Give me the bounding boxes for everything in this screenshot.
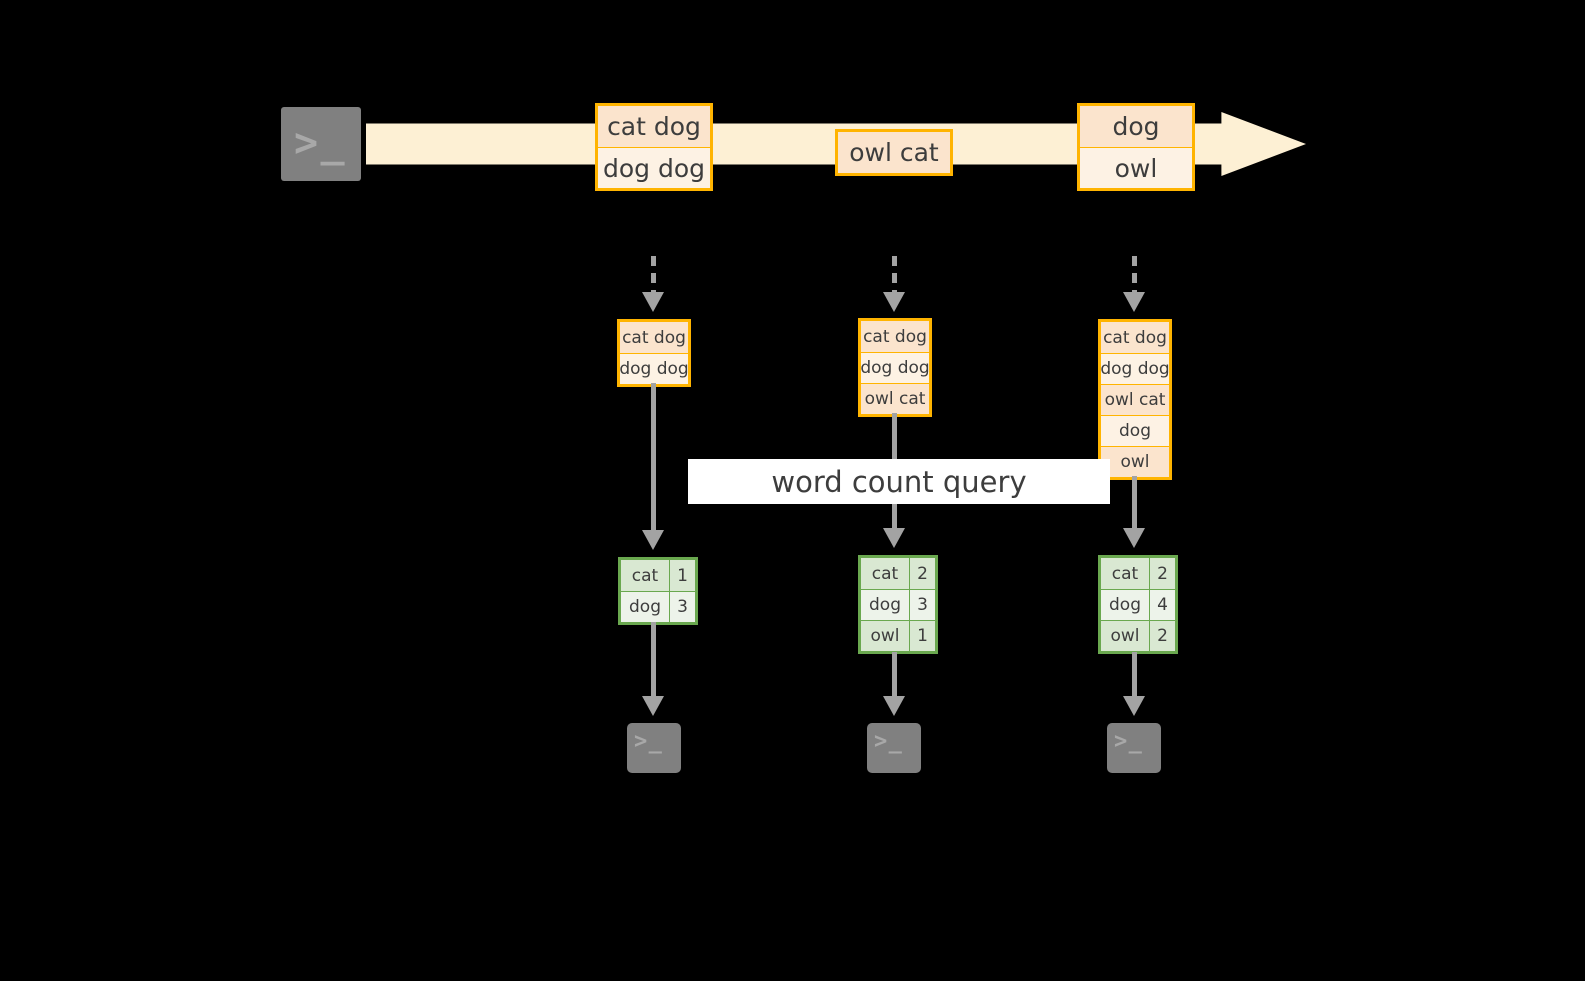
snapshot-arrowhead-1 bbox=[642, 292, 664, 312]
query-arrowhead-1 bbox=[642, 530, 664, 550]
table-row: cat 2 bbox=[1101, 558, 1175, 589]
snapshot-connector-1 bbox=[651, 256, 656, 296]
accumulated-records-3: cat dog dog dog owl cat dog owl bbox=[1098, 319, 1172, 480]
result-count: 3 bbox=[669, 592, 695, 622]
terminal-prompt-glyph: >_ bbox=[1114, 729, 1144, 754]
result-word: owl bbox=[861, 621, 909, 651]
accumulated-line: owl cat bbox=[861, 383, 929, 414]
record-line: cat dog bbox=[598, 106, 710, 147]
stream-record-3: dog owl bbox=[1077, 103, 1195, 191]
accumulated-line: dog dog bbox=[860, 352, 930, 383]
table-row: owl 2 bbox=[1101, 620, 1175, 651]
result-count: 2 bbox=[1149, 621, 1175, 651]
query-arrowhead-2 bbox=[883, 528, 905, 548]
accumulated-line: owl cat bbox=[1101, 384, 1169, 415]
accumulated-line: dog dog bbox=[619, 353, 689, 384]
sink-terminal-icon-1: >_ bbox=[620, 716, 688, 780]
result-word: dog bbox=[861, 590, 909, 620]
query-connector-1 bbox=[651, 383, 656, 533]
record-line: dog bbox=[1080, 106, 1192, 147]
terminal-face bbox=[867, 723, 921, 773]
sink-arrowhead-1 bbox=[642, 696, 664, 716]
sink-arrowhead-3 bbox=[1123, 696, 1145, 716]
sink-terminal-icon-3: >_ bbox=[1100, 716, 1168, 780]
table-row: cat 2 bbox=[861, 558, 935, 589]
table-row: dog 3 bbox=[621, 591, 695, 622]
terminal-face bbox=[281, 107, 361, 181]
query-banner-label: word count query bbox=[771, 464, 1027, 499]
sink-connector-2 bbox=[892, 652, 897, 700]
accumulated-line: dog dog bbox=[1100, 353, 1170, 384]
result-table-1: cat 1 dog 3 bbox=[618, 557, 698, 625]
terminal-face bbox=[1107, 723, 1161, 773]
result-count: 1 bbox=[669, 560, 695, 591]
record-line: owl cat bbox=[838, 132, 950, 173]
snapshot-connector-2 bbox=[892, 256, 897, 296]
snapshot-arrowhead-3 bbox=[1123, 292, 1145, 312]
result-table-2: cat 2 dog 3 owl 1 bbox=[858, 555, 938, 654]
query-connector-3 bbox=[1132, 476, 1137, 531]
terminal-face bbox=[627, 723, 681, 773]
result-word: cat bbox=[861, 558, 909, 589]
accumulated-line: cat dog bbox=[861, 321, 929, 352]
result-count: 2 bbox=[909, 558, 935, 589]
result-count: 2 bbox=[1149, 558, 1175, 589]
result-word: dog bbox=[1101, 590, 1149, 620]
query-banner: word count query bbox=[688, 459, 1110, 504]
sink-connector-1 bbox=[651, 622, 656, 700]
snapshot-arrowhead-2 bbox=[883, 292, 905, 312]
accumulated-records-2: cat dog dog dog owl cat bbox=[858, 318, 932, 417]
record-line: owl bbox=[1080, 147, 1192, 188]
stream-record-2: owl cat bbox=[835, 129, 953, 176]
result-count: 4 bbox=[1149, 590, 1175, 620]
accumulated-line: cat dog bbox=[620, 322, 688, 353]
table-row: owl 1 bbox=[861, 620, 935, 651]
terminal-prompt-glyph: >_ bbox=[634, 729, 664, 754]
result-word: cat bbox=[621, 560, 669, 591]
terminal-prompt-glyph: >_ bbox=[874, 729, 904, 754]
result-count: 1 bbox=[909, 621, 935, 651]
accumulated-records-1: cat dog dog dog bbox=[617, 319, 691, 387]
query-arrowhead-3 bbox=[1123, 528, 1145, 548]
snapshot-connector-3 bbox=[1132, 256, 1137, 296]
accumulated-line: dog bbox=[1101, 415, 1169, 446]
sink-arrowhead-2 bbox=[883, 696, 905, 716]
sink-connector-3 bbox=[1132, 652, 1137, 700]
record-line: dog dog bbox=[598, 147, 710, 188]
source-terminal-icon: >_ bbox=[272, 98, 370, 190]
table-row: dog 3 bbox=[861, 589, 935, 620]
terminal-prompt-glyph: >_ bbox=[294, 120, 347, 166]
result-table-3: cat 2 dog 4 owl 2 bbox=[1098, 555, 1178, 654]
result-word: cat bbox=[1101, 558, 1149, 589]
sink-terminal-icon-2: >_ bbox=[860, 716, 928, 780]
result-word: owl bbox=[1101, 621, 1149, 651]
result-count: 3 bbox=[909, 590, 935, 620]
stream-record-1: cat dog dog dog bbox=[595, 103, 713, 191]
table-row: dog 4 bbox=[1101, 589, 1175, 620]
result-word: dog bbox=[621, 592, 669, 622]
accumulated-line: cat dog bbox=[1101, 322, 1169, 353]
table-row: cat 1 bbox=[621, 560, 695, 591]
accumulated-line: owl bbox=[1101, 446, 1169, 477]
